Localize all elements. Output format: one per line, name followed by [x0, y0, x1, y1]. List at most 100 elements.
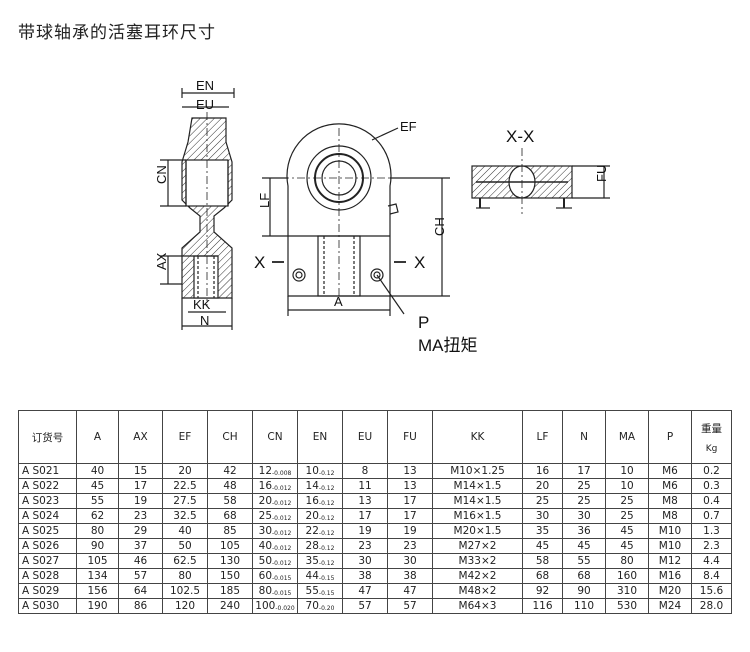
cell-cn: 12-0.008	[252, 463, 298, 479]
cell-a-value: 134	[87, 570, 108, 582]
cell-kk: M48×2	[432, 583, 523, 599]
cell-lf-value: 45	[535, 540, 550, 552]
cell-lf: 30	[522, 508, 563, 524]
cell-n: 68	[562, 568, 606, 584]
cell-ch-value: 130	[219, 555, 241, 567]
cell-cn-value: 50	[258, 555, 273, 567]
cell-ch: 58	[207, 493, 253, 509]
cell-cn: 50-0.012	[252, 553, 298, 569]
header-weight-line2: Kg	[705, 443, 718, 454]
cell-kk: M33×2	[432, 553, 523, 569]
cell-kk-value: M14×1.5	[453, 480, 502, 492]
side-view	[160, 88, 235, 330]
cell-kg-value: 0.2	[703, 465, 720, 477]
label-en: EN	[196, 78, 214, 93]
cell-cn: 60-0.015	[252, 568, 298, 584]
cell-ax: 37	[118, 538, 163, 554]
cell-n: 25	[562, 478, 606, 494]
cell-ef: 80	[162, 568, 208, 584]
cell-ma: 45	[605, 523, 649, 539]
cell-eu-value: 8	[361, 465, 369, 477]
cell-eu-value: 17	[358, 510, 372, 522]
cell-kg-value: 0.3	[703, 480, 720, 492]
cell-a: 40	[76, 463, 119, 479]
cell-code-value: A S027	[22, 555, 60, 567]
cell-n-value: 25	[577, 495, 591, 507]
cell-code-value: A S024	[22, 510, 60, 522]
cell-kk-value: M16×1.5	[453, 510, 502, 522]
label-x-left: X	[254, 253, 265, 272]
cell-en-tolerance: -0.12	[318, 500, 335, 507]
cell-ef-value: 62.5	[173, 555, 197, 567]
header-en: EN	[297, 410, 343, 464]
cell-ef: 20	[162, 463, 208, 479]
cell-cn-tolerance: -0.012	[272, 545, 292, 552]
cell-ax-value: 19	[133, 495, 148, 507]
cell-ch: 68	[207, 508, 253, 524]
cell-lf-value: 58	[535, 555, 550, 567]
cell-ef: 120	[162, 598, 208, 614]
cell-en-tolerance: -0.12	[318, 560, 335, 567]
cell-a: 105	[76, 553, 119, 569]
cell-fu-value: 57	[403, 600, 417, 612]
cell-cn-tolerance: -0.015	[272, 590, 292, 597]
cell-kk: M20×1.5	[432, 523, 523, 539]
cell-ax: 29	[118, 523, 163, 539]
label-ax: AX	[154, 252, 169, 270]
cell-en: 44-0.15	[297, 568, 343, 584]
cell-eu-value: 13	[358, 495, 372, 507]
cell-kk-value: M48×2	[458, 585, 497, 597]
label-x-right: X	[414, 253, 425, 272]
cell-cn-tolerance: -0.012	[272, 530, 292, 537]
cell-ef-value: 27.5	[173, 495, 197, 507]
cell-fu: 38	[387, 568, 433, 584]
cell-code: A S025	[18, 523, 77, 539]
cell-ef: 102.5	[162, 583, 208, 599]
cell-ef-value: 20	[178, 465, 192, 477]
cell-p-value: M6	[662, 480, 678, 492]
cell-code-value: A S022	[22, 480, 60, 492]
cell-code: A S021	[18, 463, 77, 479]
cell-ef-value: 40	[178, 525, 192, 537]
cell-ma-value: 80	[620, 555, 634, 567]
cell-en-value: 35	[305, 555, 319, 567]
header-fu: FU	[387, 410, 433, 464]
cell-ma-value: 25	[620, 495, 634, 507]
cell-en: 35-0.12	[297, 553, 343, 569]
cell-n-value: 45	[577, 540, 591, 552]
cell-en-value: 10	[305, 465, 319, 477]
cell-kk-value: M20×1.5	[453, 525, 502, 537]
cell-a-value: 55	[90, 495, 105, 507]
cell-ch: 150	[207, 568, 253, 584]
cell-cn-tolerance: -0.012	[272, 485, 292, 492]
cell-cn: 40-0.012	[252, 538, 298, 554]
cell-ma: 530	[605, 598, 649, 614]
cell-n-value: 17	[577, 465, 591, 477]
cell-lf: 92	[522, 583, 563, 599]
cell-ma: 45	[605, 538, 649, 554]
header-lf: LF	[522, 410, 563, 464]
cell-eu: 30	[342, 553, 388, 569]
cell-a: 80	[76, 523, 119, 539]
cell-cn-value: 12	[258, 465, 273, 477]
label-eu: EU	[196, 97, 214, 112]
cell-ch: 48	[207, 478, 253, 494]
cell-cn-value: 60	[258, 570, 273, 582]
label-section: X-X	[506, 127, 534, 146]
cell-en: 22-0.12	[297, 523, 343, 539]
cell-ma: 310	[605, 583, 649, 599]
cell-ch: 42	[207, 463, 253, 479]
cell-p: M12	[648, 553, 692, 569]
cell-kg-value: 1.3	[703, 525, 720, 537]
cell-ch-value: 185	[219, 585, 241, 597]
cell-en-tolerance: -0.12	[318, 530, 335, 537]
cell-eu-value: 57	[358, 600, 372, 612]
cell-a: 90	[76, 538, 119, 554]
cell-n: 17	[562, 463, 606, 479]
cell-a: 134	[76, 568, 119, 584]
cell-ef-value: 50	[178, 540, 192, 552]
cell-cn: 80-0.015	[252, 583, 298, 599]
cell-cn-value: 40	[258, 540, 273, 552]
cell-en-value: 14	[305, 480, 319, 492]
